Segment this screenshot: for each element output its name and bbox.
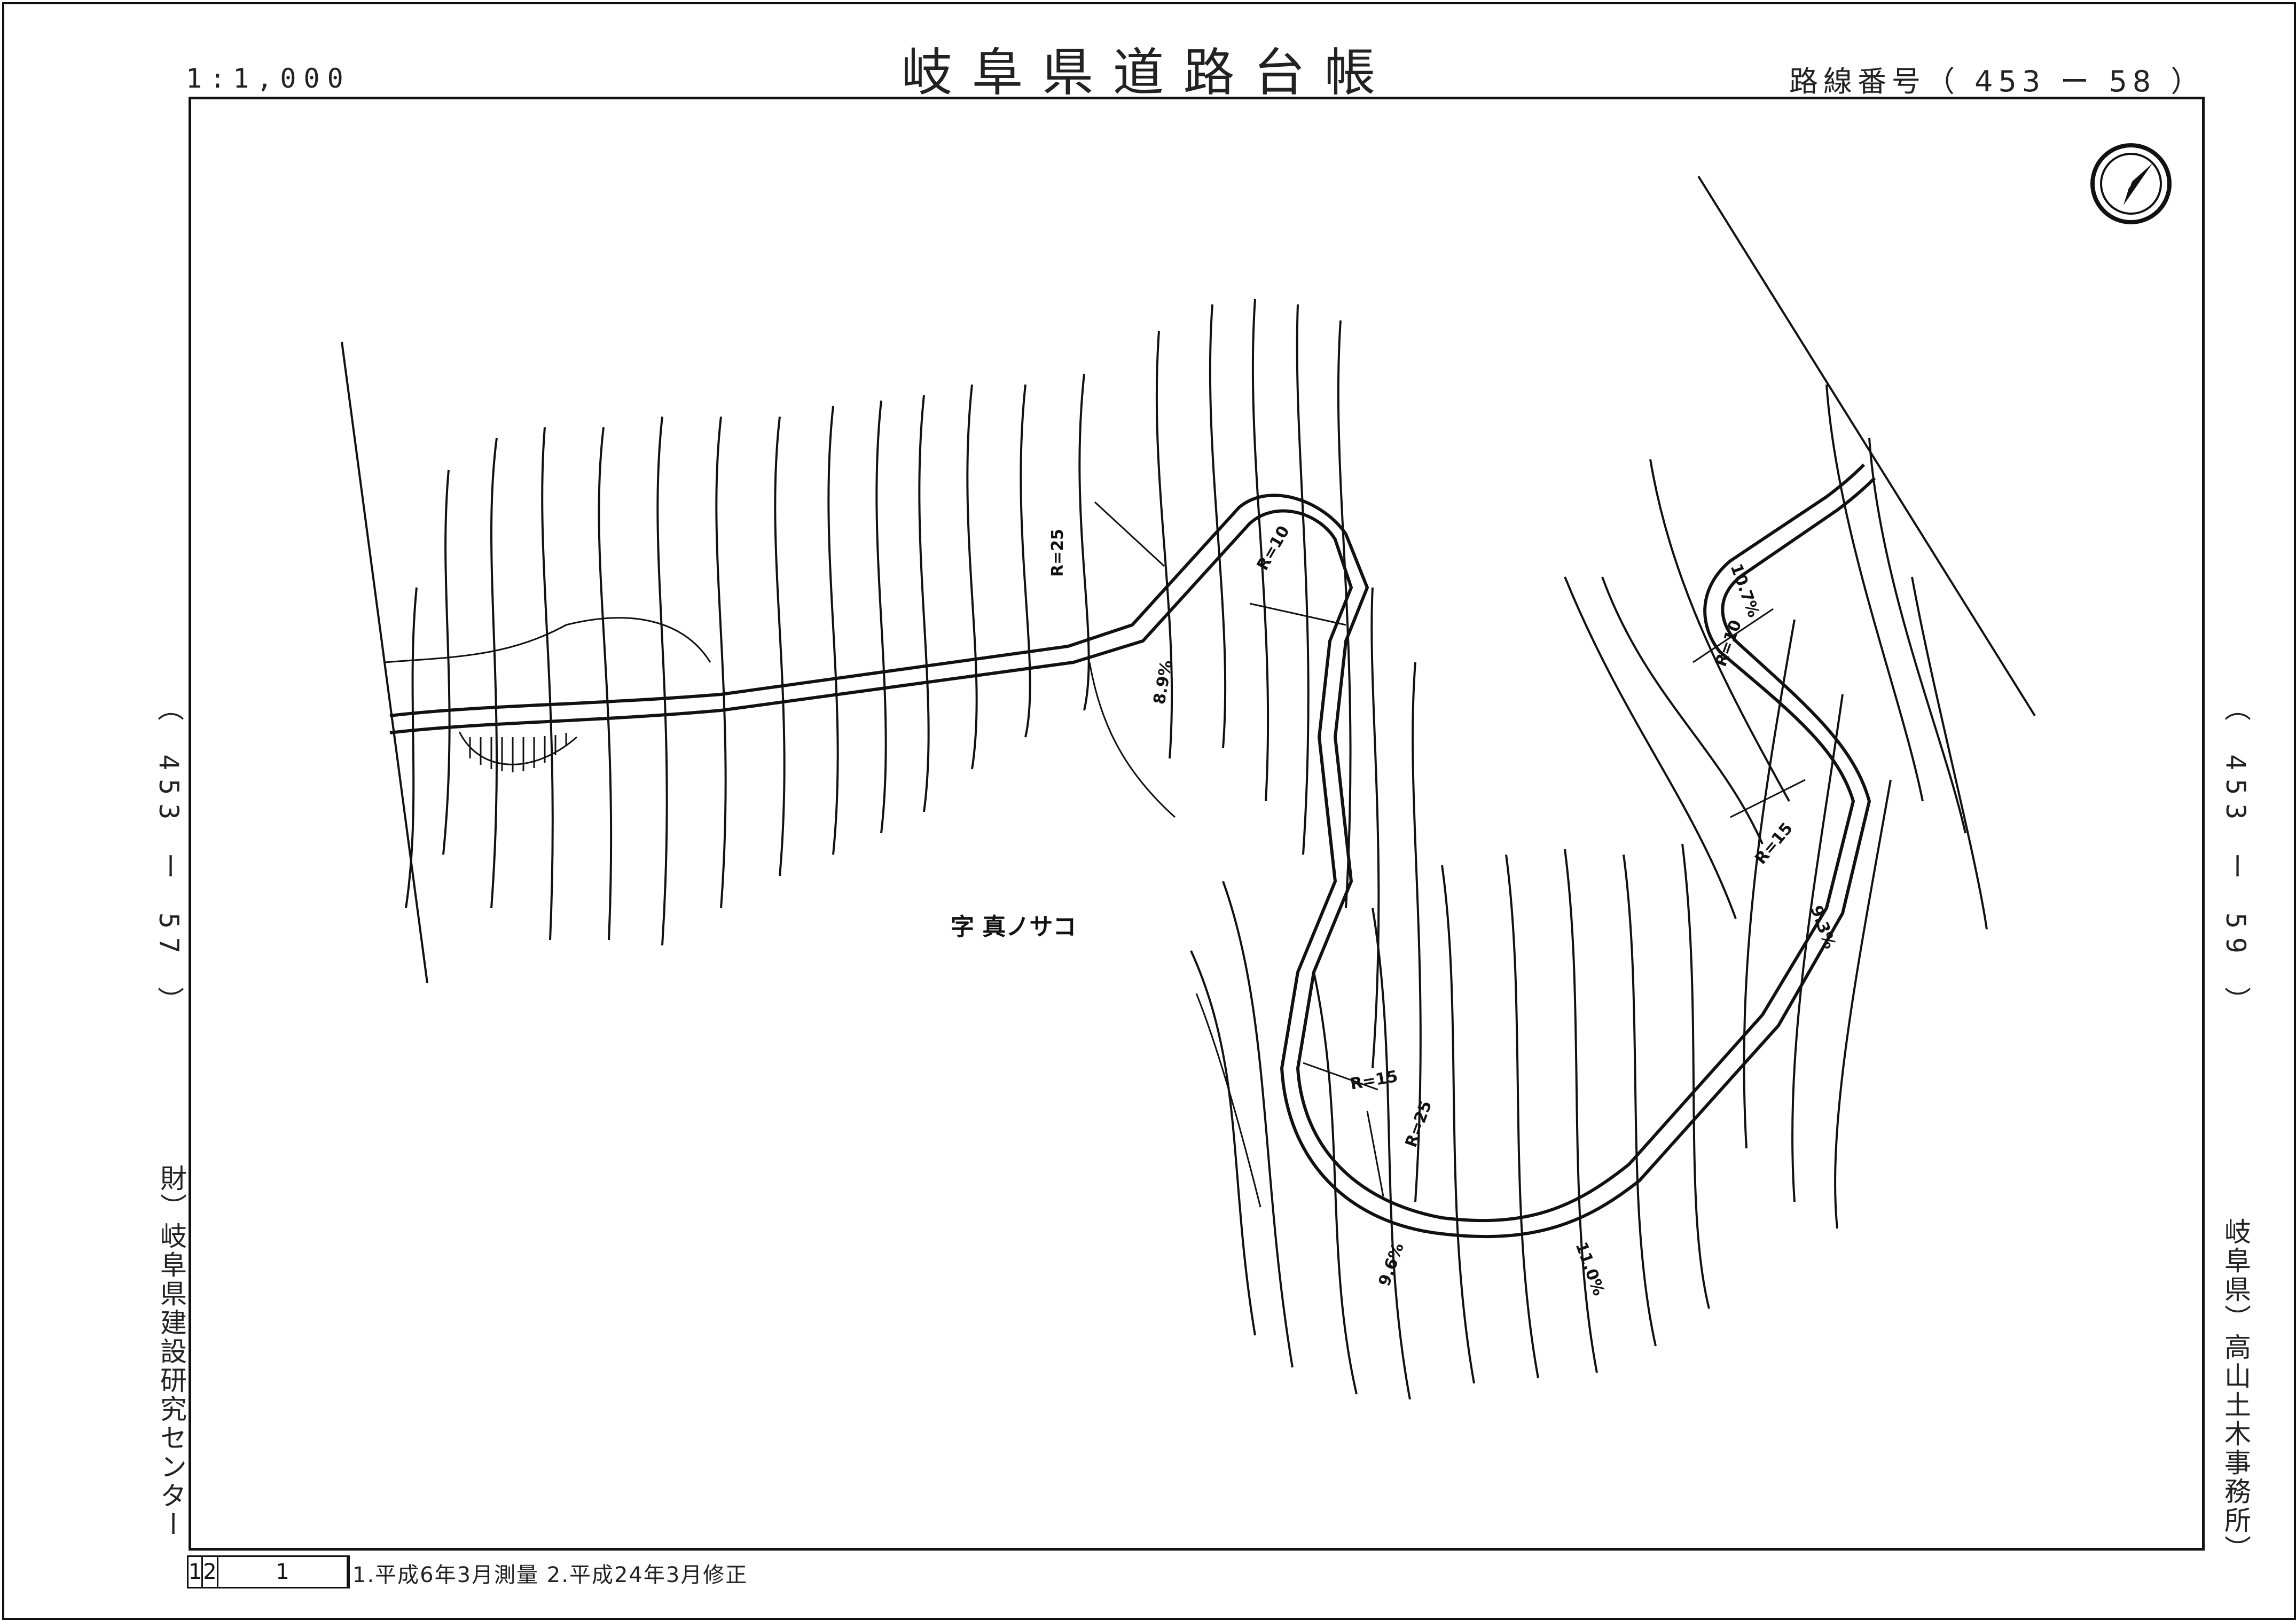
map-scale: 1:1,000	[186, 63, 351, 94]
sheet-total: 1	[189, 1557, 203, 1587]
route-number: 路線番号（ 453 ー 58 ）	[1789, 65, 2205, 98]
page-title: 岐阜県道路台帳	[901, 43, 1395, 103]
curve-label: R=25	[1048, 529, 1067, 577]
north-arrow-icon	[2090, 143, 2172, 224]
curve-label: R=25	[1402, 1098, 1436, 1150]
curve-label: R=15	[1349, 1067, 1399, 1094]
road-outline	[389, 463, 1876, 1239]
creek-middle	[1088, 662, 1176, 818]
cut-slope-hatching	[469, 733, 567, 772]
place-name: 字 真ノサコ	[951, 913, 1076, 941]
grade-label: 11.0%	[1571, 1240, 1608, 1298]
grade-label: 9.6%	[1375, 1241, 1408, 1289]
creek-lower	[1195, 993, 1261, 1208]
civil-engineering-office: 岐阜県）高山土木事務所）	[2220, 1218, 2251, 1564]
grade-label: 10.7%	[1726, 561, 1762, 620]
boundary-line-right	[1697, 175, 2036, 717]
sheet-number-box: 1 2 1	[187, 1555, 350, 1588]
sheet-count: 2	[203, 1557, 218, 1587]
map-frame	[189, 97, 2205, 1551]
survey-notes: 1.平成6年3月測量 2.平成24年3月修正	[352, 1563, 748, 1587]
adjacent-sheet-right: （ 453 ー 59 ）	[2220, 694, 2251, 1022]
creek-left	[384, 617, 711, 663]
cut-slope	[458, 731, 577, 765]
sheet-no: 1	[218, 1557, 348, 1587]
adjacent-sheet-left: （ 453 ー 57 ）	[153, 694, 184, 1022]
surveyor-organization: 財）岐阜県建設研究センター	[156, 1164, 187, 1539]
